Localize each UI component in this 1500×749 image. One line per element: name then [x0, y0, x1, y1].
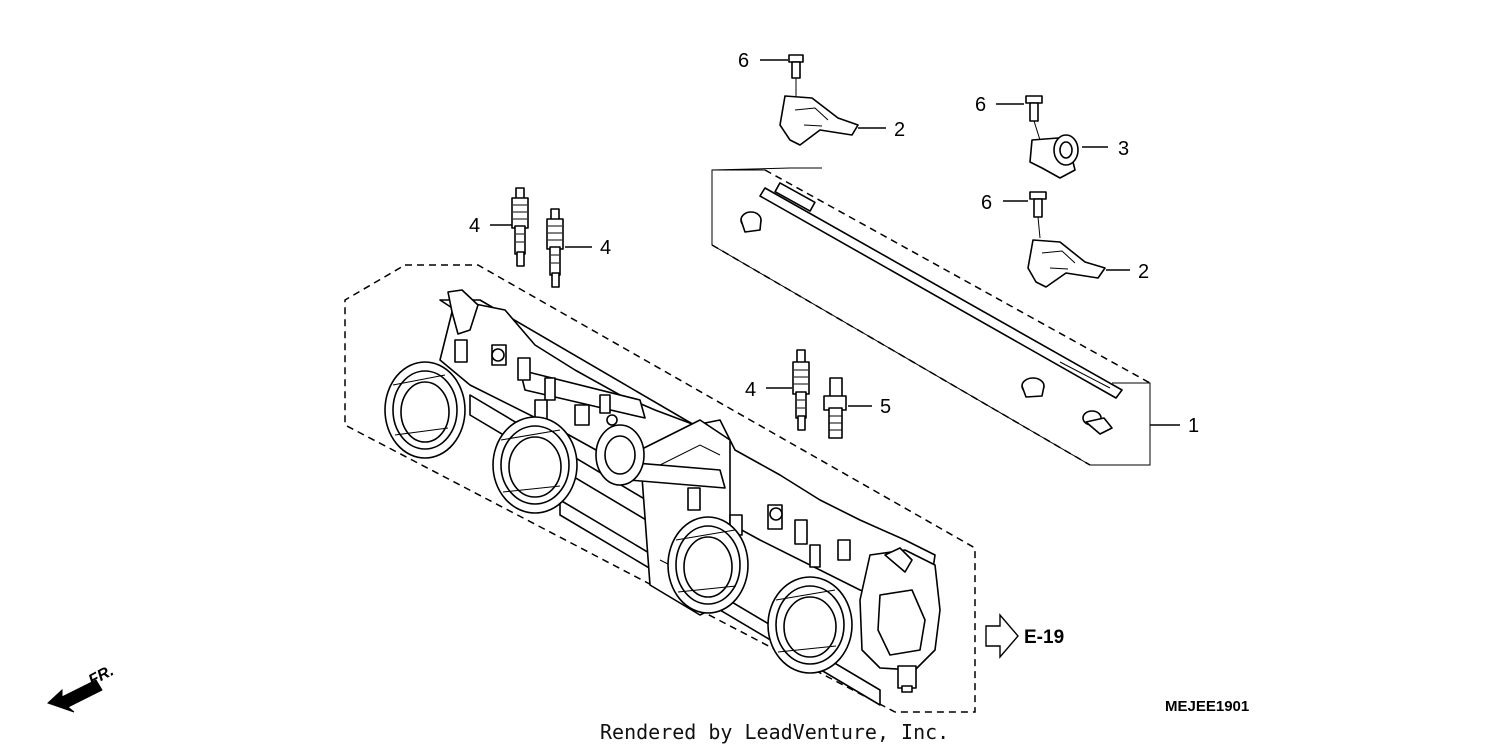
callout-fitting[interactable]: 5	[880, 396, 891, 418]
bracket-lower[interactable]	[1027, 239, 1106, 288]
cable-holder[interactable]	[1029, 134, 1079, 179]
injector-center[interactable]	[792, 349, 810, 431]
callout-screw-mid[interactable]: 6	[975, 94, 986, 116]
grommet-right	[1082, 410, 1113, 435]
screw-upper[interactable]	[788, 54, 804, 96]
diagram-code: MEJEE1901	[1165, 698, 1249, 715]
grommet-mid	[1021, 377, 1045, 398]
callout-injector-c[interactable]: 4	[745, 379, 756, 401]
injector-upper-right[interactable]	[546, 208, 564, 288]
throttle-body-assembly[interactable]	[344, 264, 976, 713]
throttle-sensor	[859, 547, 941, 693]
callout-rod-assembly[interactable]: 1	[1188, 415, 1199, 437]
screw-lower[interactable]	[1029, 191, 1047, 239]
callout-cable-holder[interactable]: 3	[1118, 138, 1129, 160]
leader-lines	[490, 59, 1180, 426]
cross-reference-label[interactable]: E-19	[1024, 627, 1064, 648]
callout-injector-b[interactable]: 4	[600, 237, 611, 259]
throttle-bore-2	[492, 416, 578, 514]
injector-upper-left[interactable]	[511, 187, 529, 267]
callout-bracket-upper[interactable]: 2	[894, 119, 905, 141]
front-indicator: FR.	[47, 662, 117, 713]
rod-group-dashed-boundary	[711, 169, 1151, 466]
callout-screw-lower[interactable]: 6	[981, 192, 992, 214]
fitting-part[interactable]	[823, 377, 847, 439]
throttle-bore-4	[767, 576, 853, 674]
throttle-bore-3	[667, 516, 749, 614]
callout-injector-a[interactable]: 4	[469, 215, 480, 237]
grommet-left	[740, 211, 762, 233]
screw-mid[interactable]	[1025, 95, 1043, 141]
bracket-upper[interactable]	[779, 95, 859, 146]
callout-screw-upper[interactable]: 6	[738, 50, 749, 72]
rod-assembly-group[interactable]	[711, 167, 1151, 466]
cross-reference-link[interactable]: E-19	[985, 613, 1064, 659]
cross-reference-arrow-icon	[985, 613, 1019, 659]
front-arrow-icon	[47, 679, 103, 713]
footer-credit: Rendered by LeadVenture, Inc.	[600, 720, 949, 744]
throttle-body-dashed-boundary	[344, 264, 976, 713]
callout-bracket-lower[interactable]: 2	[1138, 261, 1149, 283]
throttle-bore-1	[384, 361, 466, 459]
callout-numbers: 6 2 6 3 6 2 4 4 4 5 1	[469, 50, 1199, 437]
